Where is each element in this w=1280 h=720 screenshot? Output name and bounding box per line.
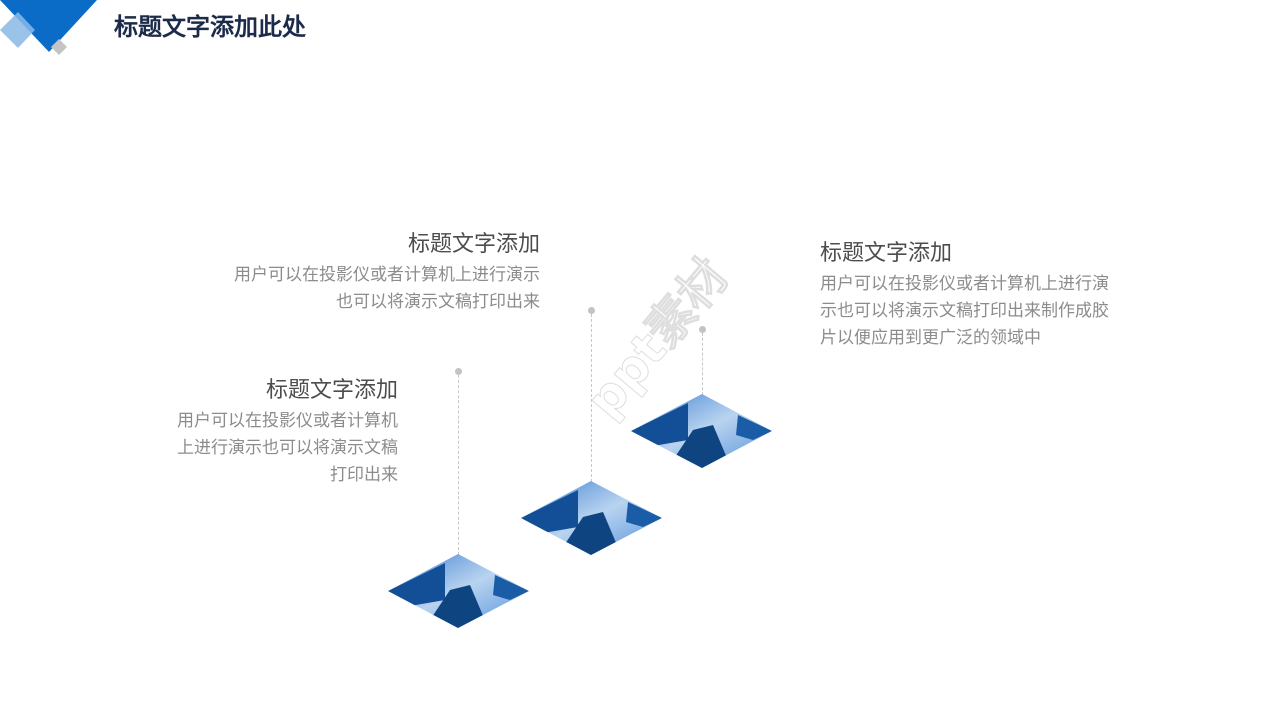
- body-line: 打印出来: [330, 465, 398, 485]
- body-line: 片以便应用到更广泛的领域中: [820, 328, 1041, 348]
- connector-line-2: [591, 314, 592, 482]
- body-line: 用户可以在投影仪或者计算机: [177, 411, 398, 431]
- block-body: 用户可以在投影仪或者计算机上进行演 示也可以将演示文稿打印出来制作成胶 片以便应…: [820, 271, 1160, 352]
- block-title: 标题文字添加: [820, 241, 953, 266]
- building-tile-1: [388, 554, 529, 628]
- text-block-1: 标题文字添加 用户可以在投影仪或者计算机上进行演示 也可以将演示文稿打印出来: [180, 230, 540, 316]
- corner-decoration: [0, 0, 97, 55]
- connector-line-3: [702, 333, 703, 395]
- body-line: 用户可以在投影仪或者计算机上进行演: [820, 274, 1109, 294]
- building-tile-2: [521, 481, 662, 555]
- page-title: 标题文字添加此处: [114, 12, 306, 41]
- connector-dot-2: [588, 307, 595, 314]
- body-line: 示也可以将演示文稿打印出来制作成胶: [820, 301, 1109, 321]
- body-line: 上进行演示也可以将演示文稿: [177, 438, 398, 458]
- blue-triangle-shape: [0, 0, 97, 52]
- watermark: ppt素材: [575, 248, 740, 429]
- block-body: 用户可以在投影仪或者计算机 上进行演示也可以将演示文稿 打印出来: [110, 408, 398, 489]
- text-block-2: 标题文字添加 用户可以在投影仪或者计算机 上进行演示也可以将演示文稿 打印出来: [110, 376, 398, 489]
- block-title: 标题文字添加: [265, 378, 398, 403]
- body-line: 用户可以在投影仪或者计算机上进行演示: [234, 265, 540, 285]
- building-tile-3: [631, 394, 772, 468]
- block-body: 用户可以在投影仪或者计算机上进行演示 也可以将演示文稿打印出来: [180, 262, 540, 316]
- block-title: 标题文字添加: [407, 232, 540, 257]
- connector-dot-1: [455, 368, 462, 375]
- grey-diamond-shape: [51, 39, 67, 55]
- light-blue-diamond-shape: [0, 12, 35, 48]
- body-line: 也可以将演示文稿打印出来: [336, 292, 540, 312]
- connector-line-1: [458, 375, 459, 555]
- text-block-3: 标题文字添加 用户可以在投影仪或者计算机上进行演 示也可以将演示文稿打印出来制作…: [820, 239, 1160, 352]
- connector-dot-3: [699, 326, 706, 333]
